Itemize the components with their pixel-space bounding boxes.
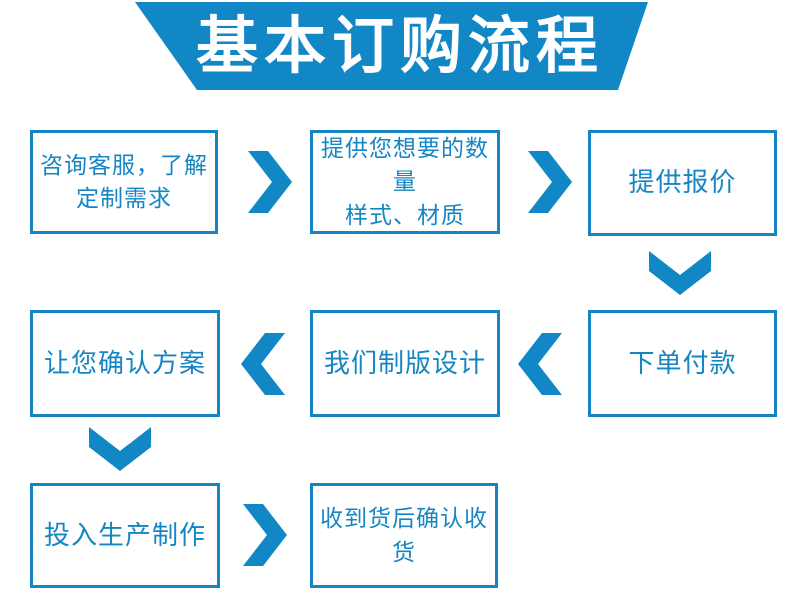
arrow-down-icon	[649, 251, 711, 295]
banner: 基本订购流程	[135, 2, 648, 90]
step-provide-specs: 提供您想要的数量 样式、材质	[310, 130, 500, 234]
step-design: 我们制版设计	[310, 310, 500, 417]
step-confirm-receipt: 收到货后确认收货	[310, 483, 498, 588]
arrow-down-icon	[89, 427, 151, 471]
step-place-order: 下单付款	[588, 310, 777, 417]
page-title: 基本订购流程	[195, 13, 604, 81]
arrow-right-icon	[248, 151, 292, 213]
step-production: 投入生产制作	[30, 483, 220, 588]
arrow-left-icon	[241, 333, 285, 395]
arrow-left-icon	[518, 333, 562, 395]
arrow-right-icon	[528, 151, 572, 213]
step-consult-service: 咨询客服，了解 定制需求	[30, 130, 218, 234]
arrow-right-icon	[243, 504, 287, 566]
step-provide-quote: 提供报价	[588, 130, 777, 236]
step-confirm-plan: 让您确认方案	[30, 310, 220, 417]
